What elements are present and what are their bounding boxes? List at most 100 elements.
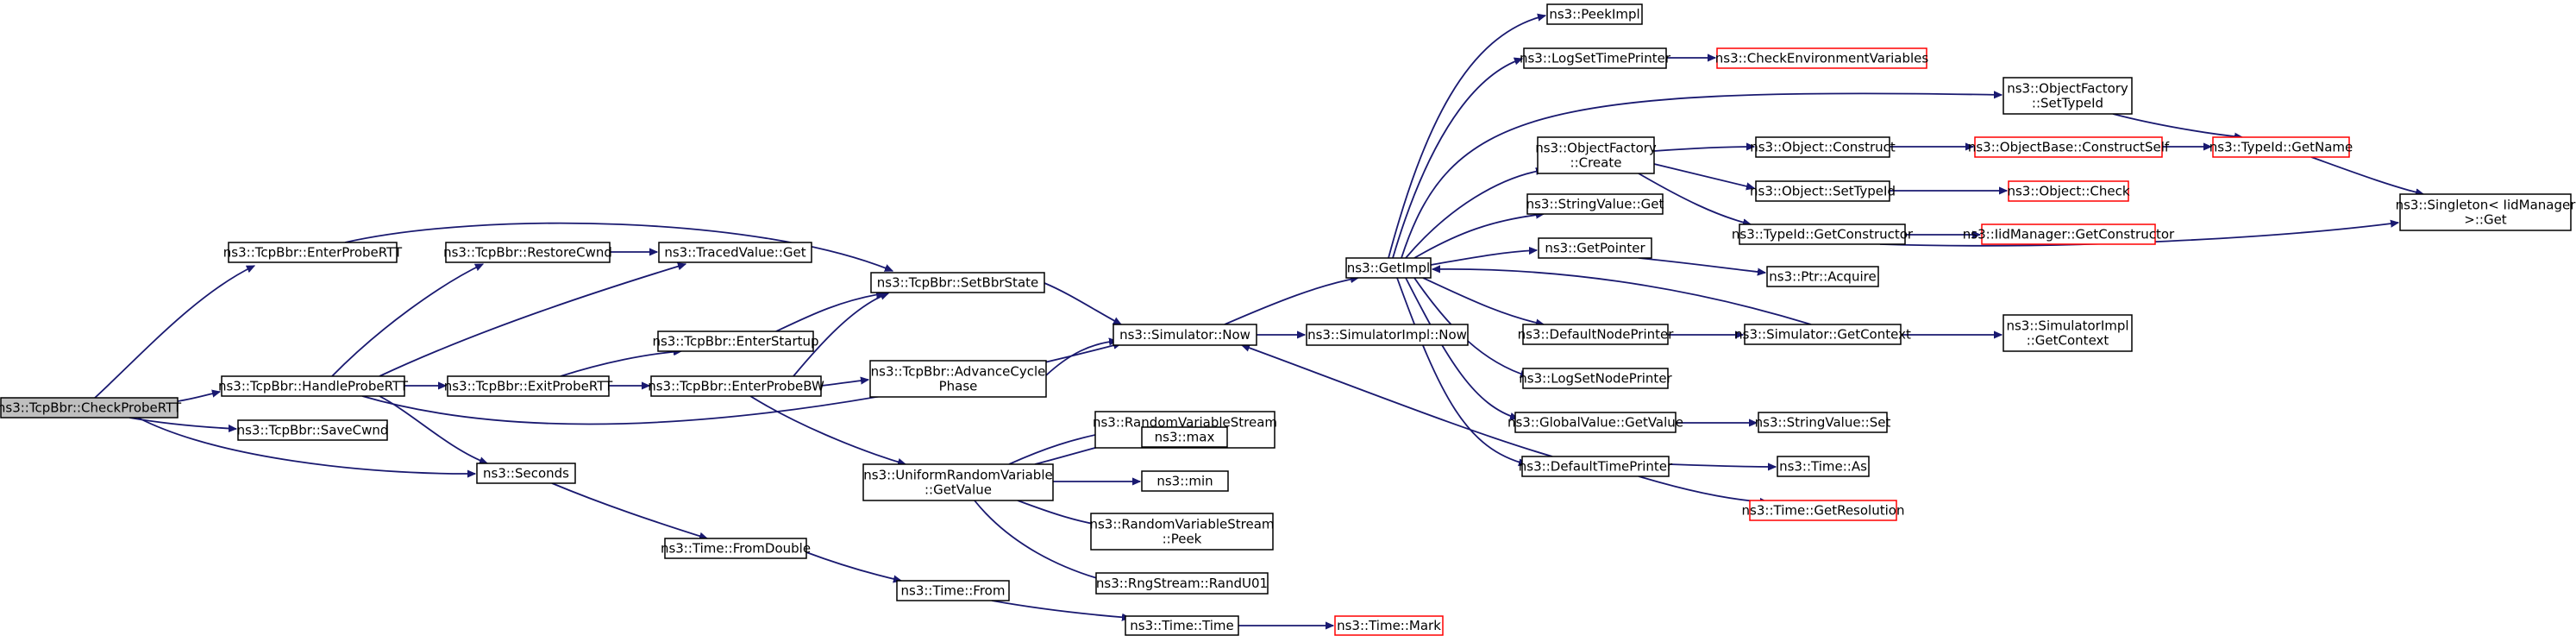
- node-objectcheck[interactable]: ns3::Object::Check: [2007, 180, 2130, 202]
- edge-enterstartup-to-setbbrstate: [775, 293, 884, 332]
- edge-simgetcontext-to-getimpl: [1432, 269, 1812, 325]
- node-label: ::Peek: [1163, 532, 1202, 547]
- node-logsettimeprinter[interactable]: ns3::LogSetTimePrinter: [1520, 47, 1671, 69]
- node-enterprobertt[interactable]: ns3::TcpBbr::EnterProbeRTT: [223, 242, 403, 263]
- node-label: ns3::Time::Mark: [1337, 618, 1441, 633]
- node-singletonget[interactable]: ns3::Singleton< IidManager >::Get: [2396, 193, 2576, 231]
- node-box: [221, 375, 405, 397]
- edge-uniformgetvalue-to-randu01: [974, 500, 1113, 582]
- node-label: ns3::TracedValue::Get: [664, 245, 805, 261]
- edge-handleprobertt-to-tracedvalueget: [379, 264, 686, 377]
- edge-defaulttimeprinter-to-simulatornow: [1242, 345, 1553, 457]
- node-uniformgetvalue[interactable]: ns3::UniformRandomVariable::GetValue: [862, 463, 1054, 501]
- node-label: ns3::UniformRandomVariable: [863, 468, 1052, 483]
- node-box: [2008, 180, 2129, 202]
- node-stringvalueget[interactable]: ns3::StringValue::Get: [1526, 193, 1664, 215]
- node-label: ns3::RngStream::RandU01: [1096, 576, 1268, 591]
- node-restorecwnd[interactable]: ns3::TcpBbr::RestoreCwnd: [443, 242, 612, 263]
- node-max[interactable]: ns3::max: [1141, 426, 1228, 448]
- node-ptracquire[interactable]: ns3::Ptr::Acquire: [1766, 266, 1879, 287]
- node-min[interactable]: ns3::min: [1141, 470, 1229, 492]
- node-timegetresolution[interactable]: ns3::Time::GetResolution: [1742, 500, 1905, 521]
- node-defaultnodeprinter[interactable]: ns3::DefaultNodePrinter: [1518, 324, 1675, 345]
- node-box: [2399, 193, 2572, 231]
- node-label: >::Get: [2464, 212, 2507, 228]
- node-label: ns3::TcpBbr::EnterProbeRTT: [223, 245, 403, 261]
- node-iidmanagergetconstructor[interactable]: ns3::IidManager::GetConstructor: [1963, 223, 2175, 245]
- node-stringvalueset[interactable]: ns3::StringValue::Set: [1755, 412, 1891, 433]
- node-label: ns3::max: [1155, 430, 1215, 445]
- node-box: [2003, 77, 2133, 115]
- edge-getimpl-to-defaultnodeprinter: [1422, 277, 1544, 324]
- edge-objfactorycreate-to-objectconstruct: [1653, 147, 1754, 152]
- node-box: [1125, 615, 1239, 636]
- node-label: ns3::DefaultNodePrinter: [1518, 327, 1675, 343]
- node-label: ns3::TcpBbr::SetBbrState: [877, 275, 1039, 291]
- edge-getimpl-to-defaulttimeprinter: [1396, 277, 1526, 464]
- node-tracedvalueget[interactable]: ns3::TracedValue::Get: [658, 242, 812, 263]
- node-label: ns3::Simulator::Now: [1119, 327, 1250, 343]
- node-enterprobebw[interactable]: ns3::TcpBbr::EnterProbeBW: [648, 375, 824, 397]
- node-label: ns3::TcpBbr::ExitProbeRTT: [444, 379, 613, 394]
- node-globalvaluegetvalue[interactable]: ns3::GlobalValue::GetValue: [1507, 412, 1683, 433]
- node-label: ns3::Object::Check: [2007, 184, 2129, 199]
- node-constructself[interactable]: ns3::ObjectBase::ConstructSelf: [1968, 136, 2170, 158]
- node-box: [658, 242, 812, 263]
- node-randu01[interactable]: ns3::RngStream::RandU01: [1095, 572, 1269, 595]
- node-savecwnd[interactable]: ns3::TcpBbr::SaveCwnd: [237, 419, 389, 441]
- node-simimplnow[interactable]: ns3::SimulatorImpl::Now: [1306, 324, 1469, 346]
- node-label: ns3::ObjectBase::ConstructSelf: [1968, 140, 2170, 155]
- node-objectsettypeid[interactable]: ns3::Object::SetTypeId: [1750, 180, 1896, 202]
- node-peekimpl[interactable]: ns3::PeekImpl: [1546, 3, 1643, 25]
- node-typeidgetname[interactable]: ns3::TypeId::GetName: [2209, 136, 2353, 158]
- node-defaulttimeprinter[interactable]: ns3::DefaultTimePrinter: [1519, 456, 1673, 477]
- edge-enterprobebw-to-uniformgetvalue: [749, 395, 906, 464]
- node-objfactorysettypeid[interactable]: ns3::ObjectFactory::SetTypeId: [2003, 77, 2133, 115]
- edge-setbbrstate-to-simulatornow: [1044, 282, 1121, 325]
- node-setbbrstate[interactable]: ns3::TcpBbr::SetBbrState: [870, 272, 1045, 293]
- node-simimplgetcontext[interactable]: ns3::SimulatorImpl::GetContext: [2003, 314, 2133, 352]
- node-box: [1334, 615, 1444, 636]
- node-timemark[interactable]: ns3::Time::Mark: [1334, 615, 1444, 636]
- node-box: [1538, 237, 1652, 259]
- node-objectconstruct[interactable]: ns3::Object::Construct: [1750, 136, 1896, 158]
- node-objfactorycreate[interactable]: ns3::ObjectFactory::Create: [1535, 136, 1657, 174]
- node-label: ns3::TcpBbr::SaveCwnd: [237, 423, 389, 438]
- node-timeas[interactable]: ns3::Time::As: [1777, 456, 1870, 477]
- node-simulatornow[interactable]: ns3::Simulator::Now: [1113, 324, 1257, 346]
- node-handleprobertt[interactable]: ns3::TcpBbr::HandleProbeRTT: [218, 375, 409, 397]
- node-timefrom[interactable]: ns3::Time::From: [896, 580, 1010, 601]
- node-getimpl[interactable]: ns3::GetImpl: [1345, 257, 1432, 279]
- node-box: [1523, 47, 1667, 69]
- node-checkenv[interactable]: ns3::CheckEnvironmentVariables: [1715, 47, 1929, 69]
- node-label: ns3::GetPointer: [1545, 241, 1645, 256]
- node-box: [1521, 456, 1670, 477]
- node-box: [445, 242, 611, 263]
- node-enterstartup[interactable]: ns3::TcpBbr::EnterStartup: [652, 330, 819, 352]
- node-getpointer[interactable]: ns3::GetPointer: [1538, 237, 1652, 259]
- node-exitprobertt[interactable]: ns3::TcpBbr::ExitProbeRTT: [444, 375, 613, 397]
- node-box: [870, 272, 1045, 293]
- node-box: [869, 360, 1047, 398]
- node-simgetcontext[interactable]: ns3::Simulator::GetContext: [1734, 324, 1911, 345]
- node-label: ns3::TypeId::GetConstructor: [1732, 227, 1914, 242]
- edge-defaulttimeprinter-to-timeas: [1668, 464, 1776, 467]
- node-timetime[interactable]: ns3::Time::Time: [1125, 615, 1239, 636]
- node-typeidgetconstructor[interactable]: ns3::TypeId::GetConstructor: [1732, 223, 1914, 245]
- node-logsetnodeprinter[interactable]: ns3::LogSetNodePrinter: [1519, 368, 1673, 389]
- node-label: ns3::Object::Construct: [1750, 140, 1896, 155]
- node-box: [237, 419, 388, 441]
- node-box: [862, 463, 1054, 501]
- node-box: [2003, 314, 2133, 352]
- node-rvspeek[interactable]: ns3::RandomVariableStream::Peek: [1089, 513, 1275, 551]
- node-label: ::SetTypeId: [2032, 96, 2103, 111]
- node-fromdouble[interactable]: ns3::Time::FromDouble: [661, 538, 811, 559]
- node-label: ns3::Ptr::Acquire: [1769, 269, 1876, 285]
- node-box: [1755, 180, 1890, 202]
- node-seconds[interactable]: ns3::Seconds: [476, 463, 576, 484]
- node-checkprobertt[interactable]: ns3::TcpBbr::CheckProbeRTT: [0, 397, 182, 419]
- edge-enterprobebw-to-advancecyclephase: [820, 380, 868, 387]
- node-label: ns3::DefaultTimePrinter: [1519, 459, 1673, 475]
- node-label: ns3::TcpBbr::EnterStartup: [652, 334, 818, 349]
